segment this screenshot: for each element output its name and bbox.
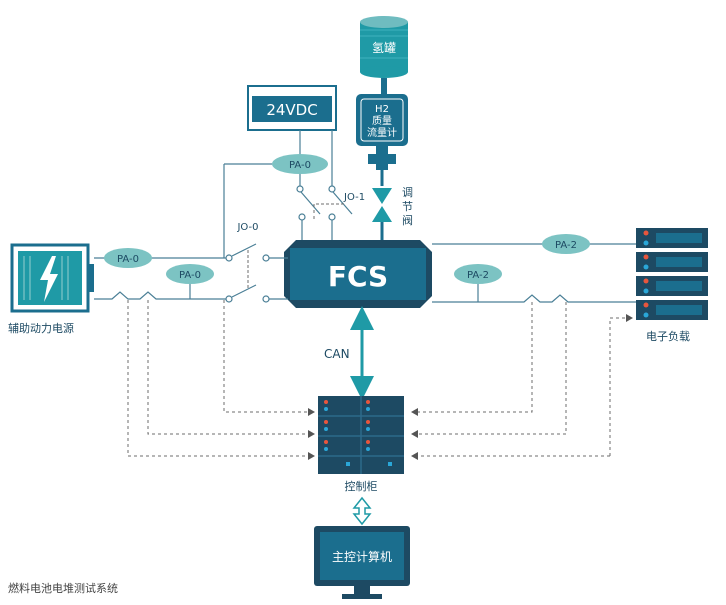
auxiliary-power-battery <box>10 243 94 313</box>
pa-2-sensor-right-upper: PA-2 <box>542 234 590 254</box>
pa-2-sensor-right-lower: PA-2 <box>454 264 502 284</box>
can-label: CAN <box>324 347 350 361</box>
hydrogen-tank: 氢罐 <box>360 16 408 78</box>
load-unit <box>636 300 708 320</box>
lightning-icon <box>40 256 58 302</box>
jo-0-label: JO-0 <box>236 222 258 233</box>
load-unit <box>636 276 708 296</box>
pa-0-sensor-left-lower: PA-0 <box>166 264 214 284</box>
pa-0-left-lower-label: PA-0 <box>179 270 201 281</box>
aux-power-label: 辅助动力电源 <box>8 321 74 335</box>
load-unit <box>636 252 708 272</box>
figure-caption: 燃料电池电堆测试系统 <box>8 581 118 595</box>
fcs-label: FCS <box>328 260 388 293</box>
data-link-arrow <box>352 496 372 526</box>
fcs-unit: FCS <box>284 240 432 308</box>
regulating-valve: 调 节 阀 <box>372 186 413 227</box>
control-cabinet <box>318 396 404 474</box>
pa-2-right-upper-label: PA-2 <box>555 240 577 251</box>
pa-0-top-label: PA-0 <box>289 160 311 171</box>
jo-1-label: JO-1 <box>343 192 365 203</box>
24vdc-label: 24VDC <box>266 101 317 119</box>
flow-meter-label-1: H2 <box>375 104 389 115</box>
pa-0-left-upper-label: PA-0 <box>117 254 139 265</box>
pa-2-right-lower-label: PA-2 <box>467 270 489 281</box>
pa-0-sensor-left-upper: PA-0 <box>104 248 152 268</box>
electronic-load <box>636 228 708 320</box>
h2-mass-flow-meter: H2 质量 流量计 <box>356 94 408 170</box>
flow-meter-label-2: 质量 <box>372 115 392 127</box>
jo-0-relay: JO-0 <box>225 222 270 303</box>
electronic-load-label: 电子负载 <box>646 329 690 343</box>
valve-label-1: 调 <box>402 186 413 199</box>
host-computer-label: 主控计算机 <box>332 549 392 564</box>
control-cabinet-label: 控制柜 <box>345 479 378 493</box>
load-unit <box>636 228 708 248</box>
flow-meter-label-3: 流量计 <box>367 126 397 139</box>
host-computer: 主控计算机 <box>314 526 410 599</box>
hydrogen-tank-label: 氢罐 <box>372 40 396 55</box>
valve-label-3: 阀 <box>402 213 413 227</box>
signal-lines <box>127 204 633 460</box>
24vdc-power-supply: 24VDC <box>247 85 337 131</box>
pa-0-sensor-top: PA-0 <box>272 154 328 174</box>
jo-1-relay: JO-1 <box>296 185 365 221</box>
valve-label-2: 节 <box>402 200 413 213</box>
